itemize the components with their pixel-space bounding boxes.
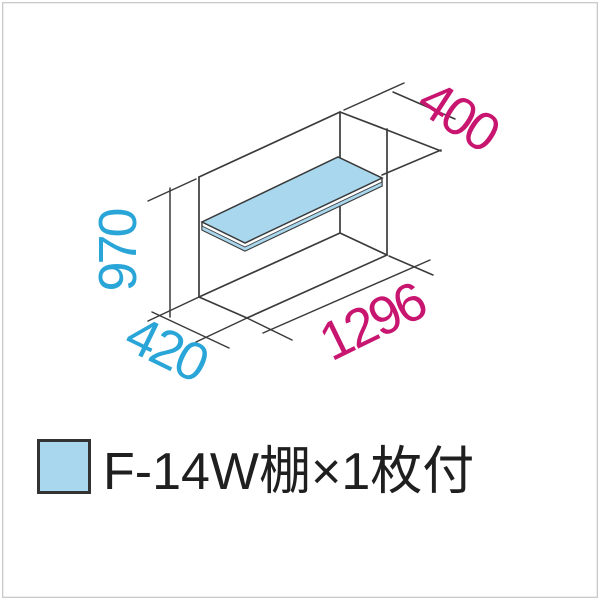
extension-line <box>388 255 434 276</box>
cabinet-wireframe <box>198 111 442 319</box>
extension-line <box>246 317 293 341</box>
edge-top-back <box>198 111 341 178</box>
dimension-label-depth-top: 400 <box>407 69 509 164</box>
dimension-label-width: 1296 <box>310 271 434 373</box>
edge-bottom-right <box>339 232 388 256</box>
dimension-label-depth-bottom: 420 <box>116 304 216 394</box>
extension-line <box>195 317 248 343</box>
extension-line <box>147 296 200 322</box>
dimension-line-1296 <box>262 259 431 334</box>
dimension-lines-depth-bottom <box>151 311 248 349</box>
edge-top-right-extension <box>386 129 442 152</box>
cabinet-dimension-diagram: 400 970 420 1296 <box>88 69 509 394</box>
legend: F-14W棚×1枚付 <box>37 438 474 501</box>
legend-label: F-14W棚×1枚付 <box>103 442 475 501</box>
dimension-lines-width <box>246 255 434 341</box>
dimension-lines-height <box>147 178 200 322</box>
extension-line <box>343 82 405 111</box>
legend-shelf-swatch <box>37 438 91 494</box>
extension-line <box>381 149 442 176</box>
shelf <box>200 156 384 252</box>
dimension-line-420 <box>151 311 230 349</box>
edge-bottom-front <box>246 254 388 319</box>
dimension-lines-depth-top <box>343 82 456 176</box>
dimension-label-height: 970 <box>88 209 148 291</box>
image-inner-border <box>3 3 597 597</box>
edge-bottom-left <box>198 296 248 319</box>
dimension-line-400 <box>392 91 456 120</box>
edge-top-right <box>339 111 388 131</box>
edge-bottom-back <box>198 232 341 298</box>
shelf-top-face <box>200 156 384 244</box>
shelf-edge-strip <box>201 181 383 252</box>
extension-line <box>147 178 197 202</box>
